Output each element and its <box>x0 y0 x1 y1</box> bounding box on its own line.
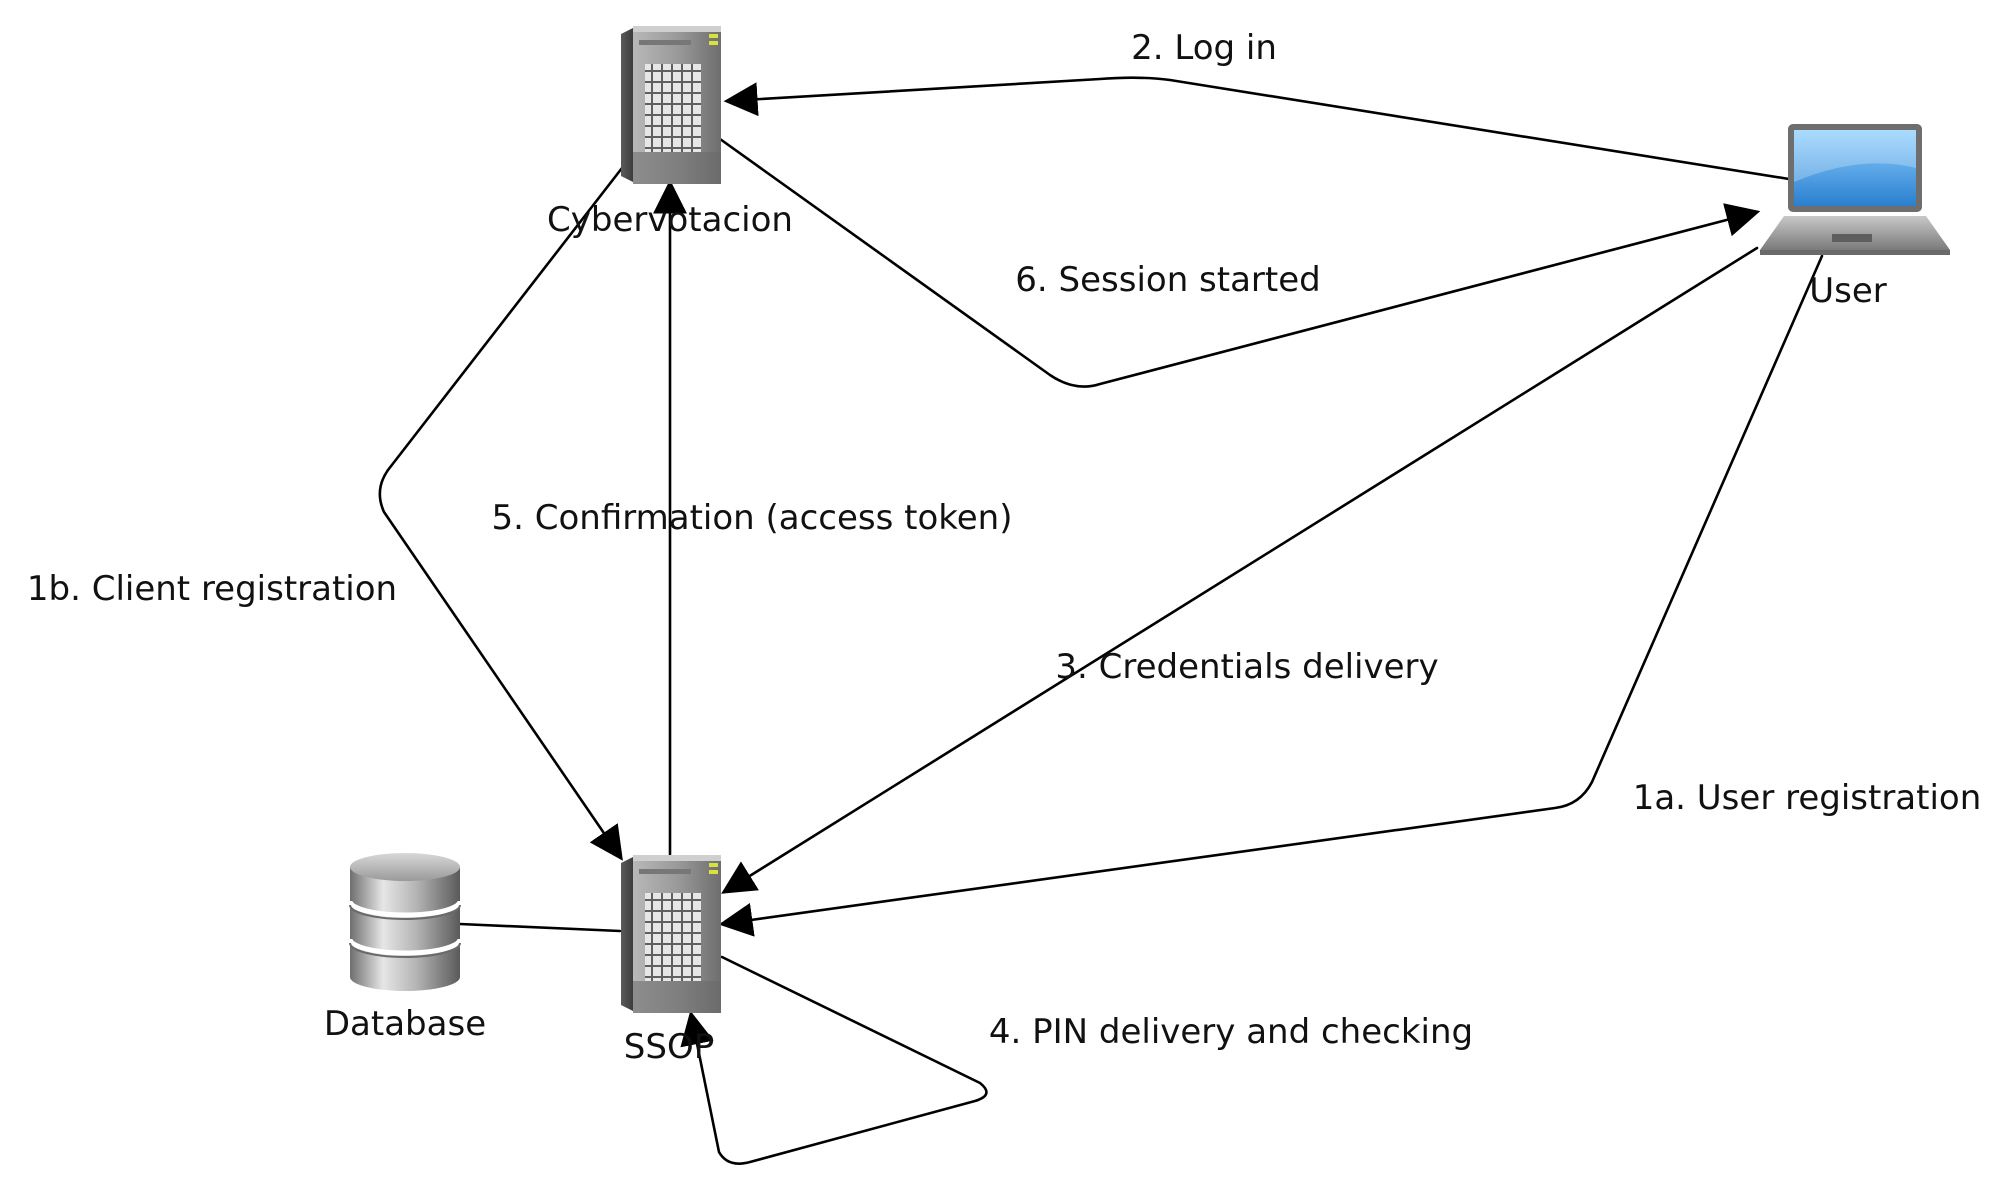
edge-log-in <box>723 76 1791 181</box>
edge-label-confirmation: 5. Confirmation (access token) <box>491 498 1012 538</box>
edge-database-link <box>458 922 622 933</box>
edge-label-user-registration: 1a. User registration <box>1633 778 1982 818</box>
edge-client-registration <box>378 166 624 861</box>
edge-label-client-registration: 1b. Client registration <box>27 569 397 609</box>
server-icon <box>621 26 721 184</box>
database-icon <box>347 853 463 991</box>
edge-session-started <box>718 137 1761 388</box>
edge-label-log-in: 2. Log in <box>1131 28 1277 68</box>
edge-label-pin-delivery: 4. PIN delivery and checking <box>989 1012 1473 1052</box>
node-label-database: Database <box>324 1004 486 1044</box>
edge-user-registration <box>718 254 1824 937</box>
server-icon <box>621 855 721 1013</box>
node-label-cybervotacion: Cybervotacion <box>547 200 793 240</box>
node-label-user: User <box>1809 271 1887 311</box>
edge-label-session-started: 6. Session started <box>1015 260 1320 300</box>
edge-credentials-delivery <box>721 246 1759 894</box>
edge-label-credentials-delivery: 3. Credentials delivery <box>1055 647 1438 687</box>
edge-pin-delivery <box>680 955 988 1165</box>
laptop-icon <box>1760 124 1950 255</box>
node-label-ssop: SSOP <box>624 1027 714 1067</box>
